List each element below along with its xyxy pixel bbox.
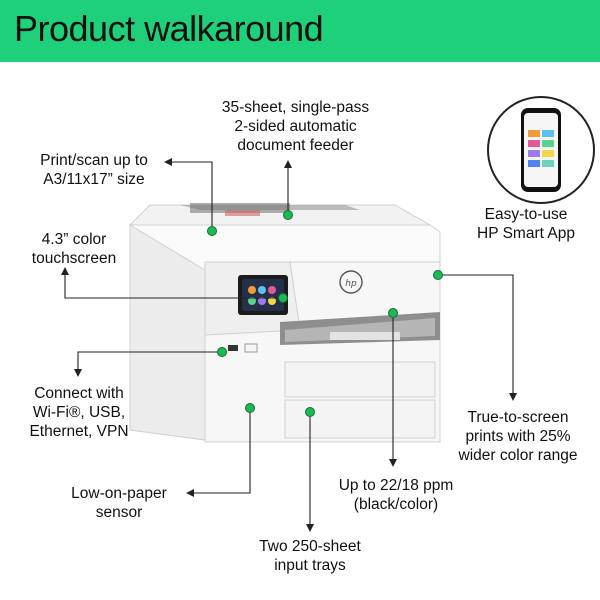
callout-sensor: Low-on-paper sensor: [71, 485, 167, 521]
callout-dot-icon: [245, 403, 255, 413]
callout-dot-icon: [207, 226, 217, 236]
callout-dot-icon: [217, 347, 227, 357]
callout-app: Easy-to-use HP Smart App: [477, 206, 575, 242]
page-title: Product walkaround: [14, 8, 324, 49]
callout-connect: Connect with Wi-Fi®, USB, Ethernet, VPN: [29, 385, 129, 440]
hp-logo: hp: [345, 279, 357, 289]
callout-print-scan: Print/scan up to A3/11x17” size: [40, 152, 148, 188]
callout-true-to-screen: True-to-screen prints with 25% wider col…: [458, 409, 578, 464]
callout-feeder: 35-sheet, single-pass 2-sided automatic …: [221, 99, 370, 154]
callout-dot-icon: [283, 210, 293, 220]
callout-dot-icon: [305, 407, 315, 417]
callout-dot-icon: [278, 293, 288, 303]
callout-dot-icon: [433, 270, 443, 280]
callout-touchscreen: 4.3” color touchscreen: [31, 231, 117, 267]
smartphone-icon: [487, 96, 595, 204]
callout-trays: Two 250-sheet input trays: [259, 538, 361, 574]
callout-dot-icon: [388, 308, 398, 318]
header-banner: Product walkaround: [0, 0, 600, 62]
callout-ppm: Up to 22/18 ppm (black/color): [338, 477, 454, 513]
